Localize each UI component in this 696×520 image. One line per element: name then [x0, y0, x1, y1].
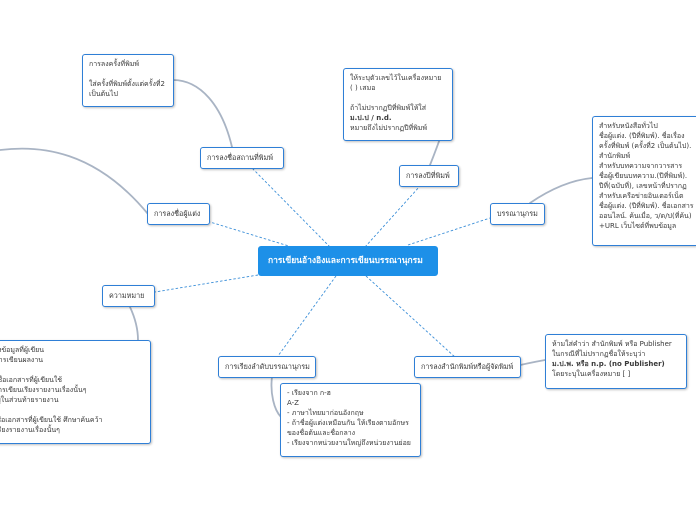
note-line: สำหรับหนังสือทั่วไป	[599, 122, 658, 130]
note-line: ชื่อผู้แต่ง. (ปีที่พิมพ์). ชื่อเรื่อง	[599, 132, 685, 140]
note-line: โดยปกติจะอยู่ในส่วนท้ายรายงาน	[0, 396, 59, 404]
note-line: สำนักพิมพ์	[599, 152, 631, 160]
branch-meaning-label: ความหมาย	[109, 291, 145, 300]
branch-ordering[interactable]: การเรียงลำดับบรรณานุกรม	[218, 356, 316, 378]
note-line: ครั้งที่พิมพ์ (ครั้งที่2 เป็นต้นไป).	[599, 142, 692, 150]
note-line: สำหรับบทความจากวารสาร	[599, 162, 683, 170]
note-line: ในการเขียนเรียงรายงานเรื่องนั้นๆ	[0, 426, 60, 434]
note-line	[0, 405, 144, 415]
dashed-branch-links	[154, 167, 491, 359]
link-meaning-note	[129, 306, 139, 341]
note-line: ( ) เสมอ	[350, 84, 376, 92]
link-center-print-year	[364, 185, 421, 248]
branch-ordering-label: การเรียงลำดับบรรณานุกรม	[225, 362, 310, 371]
note-line: ม.ป.พ. หรือ n.p. (no Publisher)	[552, 360, 665, 368]
note-line: - ถ้าชื่อผู้แต่งเหมือนกัน ให้เรียงตามอัก…	[287, 419, 409, 427]
note-line: ม.ป.ป / n.d.	[350, 114, 392, 122]
link-edition-note	[172, 79, 233, 148]
branch-publisher-label: การลงสำนักพิมพ์หรือผู้จัดพิมพ์	[421, 362, 514, 371]
note-line: ใส่ครั้งที่พิมพ์ตั้งแต่ครั้งที่2	[89, 80, 165, 88]
note-line: เป็นต้นไป	[89, 90, 118, 98]
link-center-bibliography	[407, 217, 491, 246]
note-line: ให้ระบุตัวเลขไว้ในเครื่องหมาย	[350, 74, 442, 82]
branch-author-label: การลงชื่อผู้แต่ง	[154, 209, 201, 218]
link-center-publisher	[365, 275, 457, 359]
note-line: - ภาษาไทยมาก่อนอังกฤษ	[287, 409, 364, 417]
link-center-ordering	[277, 275, 337, 357]
note-line: - เรียงจาก ก-ฮ	[287, 389, 331, 397]
note-line: แหล่งที่มาของข้อมูลที่ผู้เขียน	[0, 346, 45, 354]
note-line: ในกรณีที่ไม่ปรากฏชื่อให้ระบุว่า	[552, 350, 646, 358]
note-line: ใช้อ้างอิงในการเขียนผลงาน	[0, 356, 44, 364]
branch-edition[interactable]: การลงชื่อสถานที่พิมพ์	[200, 147, 284, 169]
note-line: ชื่อผู้เขียนบทความ.(ปีที่พิมพ์).	[599, 172, 688, 180]
branch-bibliography[interactable]: บรรณานุกรม	[490, 203, 545, 225]
note-line: - เรียงจากหน่วยงานใหญ่ถึงหน่วยงานย่อย	[287, 439, 411, 447]
note-meaning[interactable]: แหล่งที่มาของข้อมูลที่ผู้เขียน ใช้อ้างอิ…	[0, 340, 151, 444]
note-line: ถ้าไม่ปรากฏปีที่พิมพ์ให้ใส่	[350, 104, 426, 112]
note-line: ออนไลน์. ค้นเมื่อ, ว/ด/ป(ที่ค้น)	[599, 212, 692, 220]
branch-print-year[interactable]: การลงปีที่พิมพ์	[399, 165, 459, 187]
note-bibliography[interactable]: สำหรับหนังสือทั่วไป ชื่อผู้แต่ง. (ปีที่พ…	[592, 116, 696, 246]
note-line: อ้างอิงไว้ในการเขียนเรียงรายงานเรื่องนั้…	[0, 386, 87, 394]
link-center-meaning	[154, 274, 259, 293]
branch-bibliography-label: บรรณานุกรม	[497, 209, 538, 218]
branch-publisher[interactable]: การลงสำนักพิมพ์หรือผู้จัดพิมพ์	[414, 356, 521, 378]
note-line: สำหรับเครือข่ายอินเตอร์เน็ต	[599, 192, 684, 200]
note-edition[interactable]: การลงครั้งที่พิมพ์ ใส่ครั้งที่พิมพ์ตั้งแ…	[82, 54, 174, 107]
link-bibliography-note	[529, 177, 593, 204]
central-topic[interactable]: การเขียนอ้างอิงและการเขียนบรรณานุกรม	[258, 246, 438, 276]
note-line: หมายถึงไม่ปรากฏปีที่พิมพ์	[350, 124, 428, 132]
branch-print-year-label: การลงปีที่พิมพ์	[406, 171, 450, 180]
solid-note-links	[0, 79, 593, 418]
central-topic-label: การเขียนอ้างอิงและการเขียนบรรณานุกรม	[268, 256, 423, 266]
link-ordering-note	[270, 376, 282, 418]
note-print-year[interactable]: ให้ระบุตัวเลขไว้ในเครื่องหมาย ( ) เสมอ ถ…	[343, 68, 453, 141]
branch-edition-label: การลงชื่อสถานที่พิมพ์	[207, 153, 273, 162]
note-line: ของชื่อต้นและชื่อกลาง	[287, 429, 356, 437]
link-center-author	[209, 221, 293, 248]
note-line: ห้ามใส่คำว่า สำนักพิมพ์ หรือ Publisher	[552, 340, 672, 348]
branch-author[interactable]: การลงชื่อผู้แต่ง	[147, 203, 210, 225]
note-line	[350, 93, 446, 103]
link-author-note	[0, 147, 149, 215]
note-publisher[interactable]: ห้ามใส่คำว่า สำนักพิมพ์ หรือ Publisher ใ…	[545, 334, 687, 389]
note-line	[0, 365, 144, 375]
note-line: การลงครั้งที่พิมพ์	[89, 60, 139, 68]
link-center-edition	[251, 167, 331, 248]
note-line: +URL เว็บไซต์ที่พบข้อมูล	[599, 222, 677, 230]
note-ordering[interactable]: - เรียงจาก ก-ฮ A-Z - ภาษาไทยมาก่อนอังกฤษ…	[280, 383, 421, 457]
note-line	[89, 69, 167, 79]
note-line: ปีที่(ฉบับที่), เลขหน้าที่ปรากฏ	[599, 182, 687, 190]
branch-meaning[interactable]: ความหมาย	[102, 285, 155, 307]
note-line: นุกรม+ รายชื่อเอกสารที่ผู้เขียนใช้ ศึกษา…	[0, 416, 103, 424]
note-line: A-Z	[287, 399, 299, 407]
note-line: ชื่อผู้แต่ง. (ปีที่พิมพ์). ชื่อเอกสาร	[599, 202, 694, 210]
note-line: บรรณ+ รายชื่อเอกสารที่ผู้เขียนใช้	[0, 376, 63, 384]
note-line: โดยระบุในเครื่องหมาย [ ]	[552, 370, 631, 378]
